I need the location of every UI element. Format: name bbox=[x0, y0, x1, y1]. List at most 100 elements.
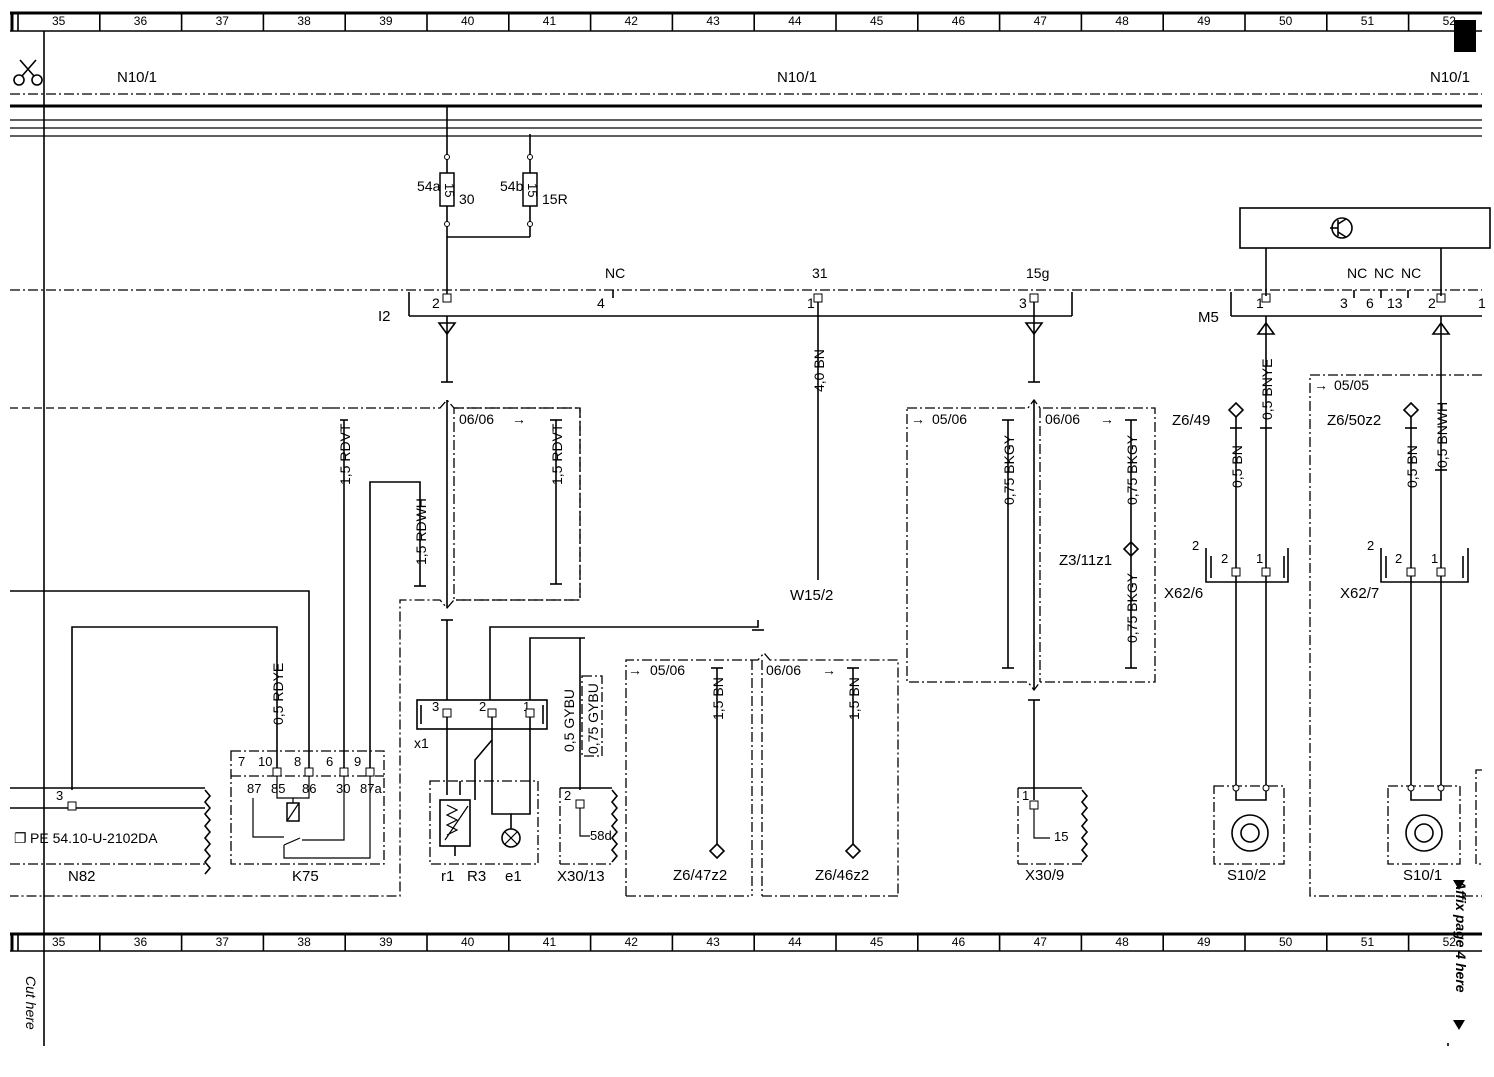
affix-arrow-icon-top bbox=[1453, 880, 1465, 890]
variant-arrow-b: → bbox=[628, 662, 642, 678]
wire-label-rdye: 0,5 RDYE bbox=[270, 663, 286, 725]
z6-50z2-node-icon bbox=[1402, 401, 1420, 419]
ruler-bottom-column-label: 49 bbox=[1197, 935, 1211, 949]
bus-label-left: N10/1 bbox=[117, 69, 157, 86]
m5-signal-nc-2: NC bbox=[1374, 265, 1394, 281]
z3-11z1-label: Z3/11z1 bbox=[1059, 552, 1112, 569]
x62-7-label: X62/7 bbox=[1340, 585, 1379, 602]
ruler-top-column-label: 38 bbox=[297, 14, 311, 28]
ruler-bottom-column-label: 41 bbox=[543, 935, 557, 949]
z6-46z2-node-icon bbox=[844, 842, 862, 860]
wire-label-bn-15-b: 1,5 BN bbox=[846, 677, 862, 720]
x1-pin-2: 2 bbox=[479, 699, 486, 714]
z6-50z2-label: Z6/50z2 bbox=[1327, 412, 1381, 429]
ruler-bottom-column-label: 50 bbox=[1279, 935, 1293, 949]
ruler-bottom-column-label: 45 bbox=[870, 935, 884, 949]
scissors-icon bbox=[13, 59, 43, 86]
x30-9-label: X30/9 bbox=[1025, 867, 1064, 884]
variant-label-06-06-a: 06/06 bbox=[459, 411, 494, 427]
i2-pin-3: 3 bbox=[1019, 295, 1027, 311]
fuse-54a-name: 54a bbox=[417, 178, 441, 194]
component-s10-2-branch: 0,5 BNYE Z6/49 0,5 BN 2 2 1 X62/6 S10/2 bbox=[1164, 316, 1289, 884]
fuse-54b-name: 54b bbox=[500, 178, 524, 194]
ruler-top-column-label: 43 bbox=[706, 14, 720, 28]
ground-w15-2-label: W15/2 bbox=[790, 587, 833, 604]
x62-6-pin-2: 2 bbox=[1221, 551, 1228, 566]
connector-i2: I2 2 4 1 3 NC 31 15g bbox=[378, 265, 1073, 383]
k75-label: K75 bbox=[292, 868, 319, 885]
wire-label-bn-05-b: 0,5 BN bbox=[1404, 445, 1420, 488]
component-n82: 3 ❐ PE 54.10-U-2102DA N82 bbox=[10, 787, 212, 885]
variant-label-05-06-a: 05/06 bbox=[650, 662, 685, 678]
m5-pin-2: 2 bbox=[1428, 295, 1436, 311]
fuse-54a-terminal: 30 bbox=[459, 191, 475, 207]
s10-2-label: S10/2 bbox=[1227, 867, 1266, 884]
k75-term-85: 85 bbox=[271, 781, 285, 796]
variant-label-05-06-b: 05/06 bbox=[932, 411, 967, 427]
z6-49-label: Z6/49 bbox=[1172, 412, 1210, 429]
m5-pin-3: 3 bbox=[1340, 295, 1348, 311]
component-k75: 7 10 8 6 9 87 85 86 30 87a K75 bbox=[230, 750, 385, 885]
z6-49-node-icon bbox=[1227, 401, 1245, 419]
x30-13-pin: 2 bbox=[564, 788, 571, 803]
m5-pin-6: 6 bbox=[1366, 295, 1374, 311]
k75-pin-9: 9 bbox=[354, 754, 361, 769]
ruler-top-column-label: 36 bbox=[134, 14, 148, 28]
ruler-bottom-column-label: 48 bbox=[1115, 935, 1129, 949]
fuse-54b: 15 54b 15R bbox=[447, 134, 568, 238]
fuse-54a-value: 15 bbox=[442, 183, 457, 197]
ruler-bottom-column-label: 39 bbox=[379, 935, 393, 949]
k75-term-30: 30 bbox=[336, 781, 350, 796]
n82-label: N82 bbox=[68, 868, 96, 885]
k75-term-87: 87 bbox=[247, 781, 261, 796]
ruler-top-column-label: 42 bbox=[625, 14, 639, 28]
variant-block-bkgy: → 05/06 06/06 → 0,75 BKGY 0,75 BKGY Z3/1… bbox=[906, 398, 1156, 692]
variant-arrow-c: → bbox=[822, 662, 836, 678]
n82-description: PE 54.10-U-2102DA bbox=[30, 830, 158, 846]
x62-6-pin-outer: 2 bbox=[1192, 538, 1199, 553]
x62-7-pin-2: 2 bbox=[1395, 551, 1402, 566]
connector-i2-label: I2 bbox=[378, 308, 391, 325]
wire-label-bkgy-2: 0,75 BKGY bbox=[1124, 434, 1140, 505]
bus-label-center: N10/1 bbox=[777, 69, 817, 86]
k75-term-87a: 87a bbox=[360, 781, 382, 796]
z6-47z2-label: Z6/47z2 bbox=[673, 867, 727, 884]
i2-signal-15g: 15g bbox=[1026, 265, 1049, 281]
ruler-bottom-column-label: 47 bbox=[1034, 935, 1048, 949]
k75-pin-6: 6 bbox=[326, 754, 333, 769]
i2-pin-1: 1 bbox=[807, 295, 815, 311]
ruler-top-column-label: 50 bbox=[1279, 14, 1293, 28]
ruler-top-column-label: 45 bbox=[870, 14, 884, 28]
m5-signal-nc-1: NC bbox=[1347, 265, 1367, 281]
wire-ground-w15-2: 4,0 BN W15/2 bbox=[790, 302, 833, 604]
connector-m5: M5 1 3 6 13 2 1 NC NC NC bbox=[1198, 207, 1491, 335]
x62-7-pin-1: 1 bbox=[1431, 551, 1438, 566]
ruler-bottom-column-label: 35 bbox=[52, 935, 66, 949]
ruler-top-column-label: 44 bbox=[788, 14, 802, 28]
ruler-bottom-column-label: 51 bbox=[1361, 935, 1375, 949]
i2-pin-2: 2 bbox=[432, 295, 440, 311]
z6-46z2-label: Z6/46z2 bbox=[815, 867, 869, 884]
ruler-top-column-label: 46 bbox=[952, 14, 966, 28]
z6-47z2-node-icon bbox=[708, 842, 726, 860]
ruler-top-column-label: 51 bbox=[1361, 14, 1375, 28]
ruler-bottom-column-label: 38 bbox=[297, 935, 311, 949]
ruler-top-column-label: 52 bbox=[1443, 14, 1457, 28]
component-s10-1-branch: → 05/05 0,5 BNWH Z6/50z2 0,5 BN 2 2 1 X6… bbox=[1309, 316, 1482, 897]
wire-label-bkgy-1: 0,75 BKGY bbox=[1001, 434, 1017, 505]
wire-label-bkgy-3: 0,75 BKGY bbox=[1124, 572, 1140, 643]
x62-6-pin-1: 1 bbox=[1256, 551, 1263, 566]
book-icon: ❐ bbox=[14, 830, 27, 846]
variant-label-06-06-c: 06/06 bbox=[1045, 411, 1080, 427]
i2-pin-4: 4 bbox=[597, 295, 605, 311]
wire-label-rdvt-left: 1,5 RDVT bbox=[337, 423, 353, 485]
fuse-54b-terminal: 15R bbox=[542, 191, 568, 207]
component-x30-13: 0,5 GYBU 0,75 GYBU 2 58d X30/13 bbox=[557, 638, 619, 885]
k75-pin-8: 8 bbox=[294, 754, 301, 769]
s10-2-switch-icon bbox=[1231, 814, 1269, 852]
k75-pin-7: 7 bbox=[238, 754, 245, 769]
x1-pin-1: 1 bbox=[523, 699, 530, 714]
